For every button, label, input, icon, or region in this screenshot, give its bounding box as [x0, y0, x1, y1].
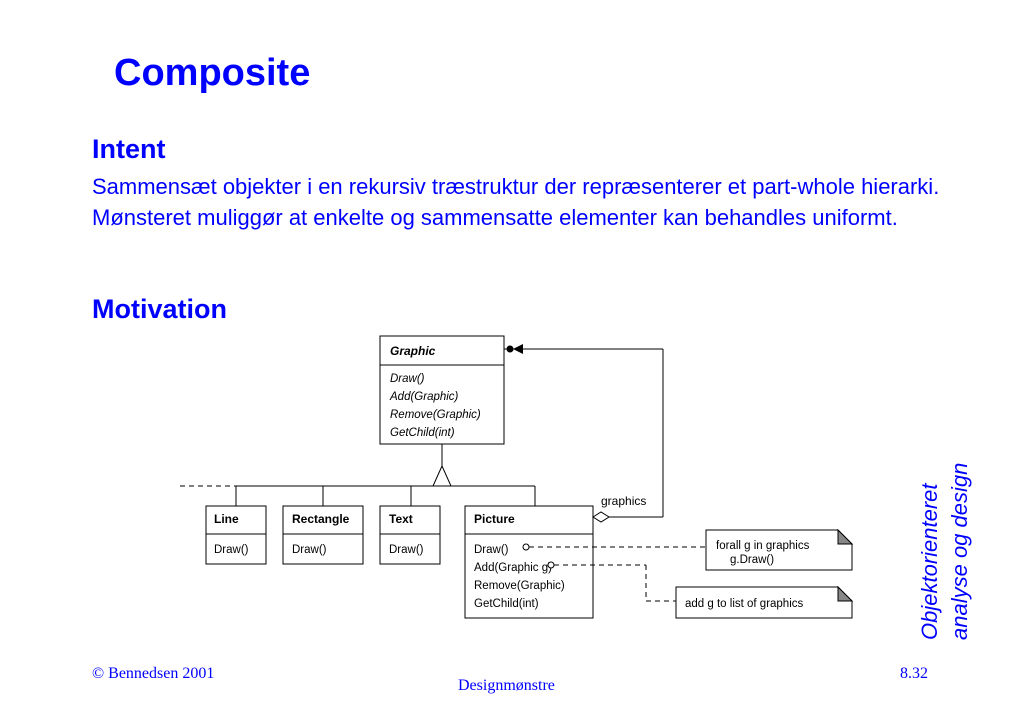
inheritance-triangle [432, 464, 452, 487]
footer-copyright: © Bennedsen 2001 [92, 665, 215, 682]
class-line-op: Draw() [214, 544, 249, 556]
class-rectangle: Rectangle Draw() [282, 505, 364, 565]
inheritance-lines [180, 444, 536, 506]
class-graphic-op: Remove(Graphic) [390, 409, 481, 421]
note-connectors [522, 543, 706, 602]
class-graphic-name: Graphic [390, 344, 436, 358]
note-draw-line1: forall g in graphics [716, 540, 810, 552]
class-line-name: Line [214, 512, 239, 526]
class-graphic-op: Add(Graphic) [389, 391, 459, 403]
class-picture-op: Draw() [474, 544, 509, 556]
course-title-vertical: Objektorienteret analyse og design [915, 463, 975, 640]
note-add: add g to list of graphics [675, 585, 854, 619]
association-arrowhead [513, 344, 523, 354]
class-graphic-op: GetChild(int) [390, 427, 455, 439]
note-draw: forall g in graphics g.Draw() [705, 528, 854, 571]
aggregation-association: graphics [504, 344, 664, 523]
class-picture-name: Picture [474, 512, 515, 526]
class-picture-op: Remove(Graphic) [474, 580, 565, 592]
aggregation-diamond [592, 511, 610, 523]
class-graphic: Graphic Draw() Add(Graphic) Remove(Graph… [379, 335, 505, 445]
footer-topic: Designmønstre [458, 677, 555, 694]
intent-text: Sammensæt objekter i en rekursiv træstru… [92, 174, 940, 230]
class-text-op: Draw() [389, 544, 424, 556]
course-title-line2: analyse og design [947, 462, 972, 640]
class-rectangle-name: Rectangle [292, 512, 350, 526]
class-picture-op: Add(Graphic g) [474, 562, 552, 574]
multiplicity-dot [506, 345, 514, 353]
class-graphic-op: Draw() [390, 373, 425, 385]
intent-heading: Intent [92, 134, 166, 164]
note-draw-line2: g.Draw() [730, 554, 774, 566]
class-picture-op: GetChild(int) [474, 598, 539, 610]
class-text: Text Draw() [379, 505, 441, 565]
motivation-heading: Motivation [92, 294, 227, 324]
slide-title: Composite [114, 52, 311, 94]
class-line: Line Draw() [205, 505, 267, 565]
note-add-text: add g to list of graphics [685, 598, 804, 610]
class-text-name: Text [389, 512, 413, 526]
association-label: graphics [601, 494, 646, 508]
course-title-line1: Objektorienteret [917, 483, 942, 640]
class-rectangle-op: Draw() [292, 544, 327, 556]
class-picture: Picture Draw() Add(Graphic g) Remove(Gra… [464, 505, 594, 619]
footer-page-number: 8.32 [900, 665, 928, 682]
